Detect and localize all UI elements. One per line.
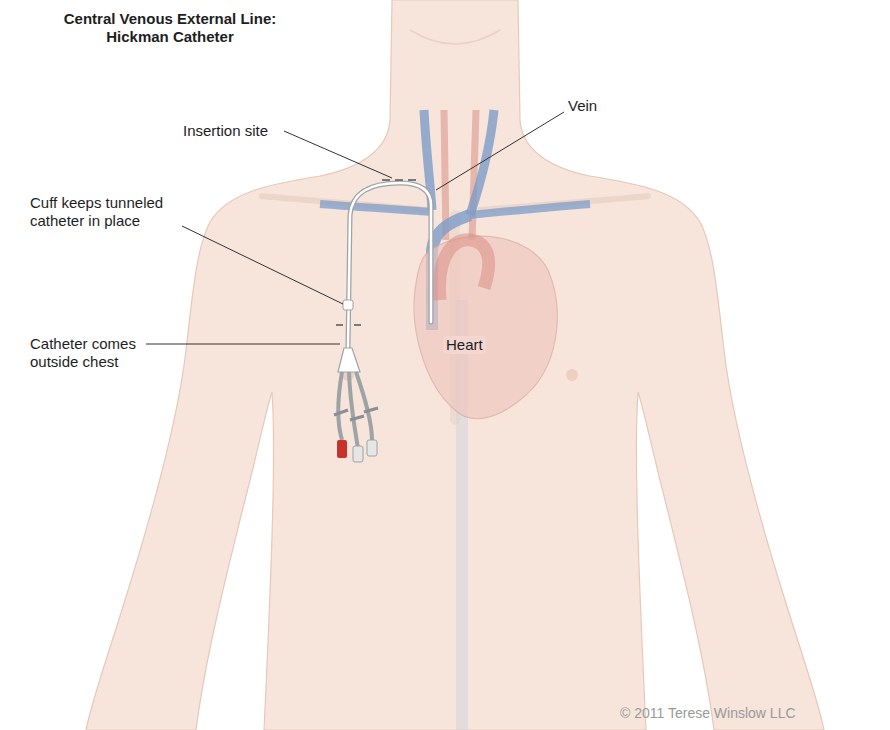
catheter-lumen xyxy=(338,372,342,440)
diagram-title: Central Venous External Line: Hickman Ca… xyxy=(40,10,300,46)
nipple xyxy=(566,369,578,381)
insertion-mark xyxy=(382,179,416,181)
leader-line xyxy=(146,344,340,345)
catheter-lumen xyxy=(349,372,358,448)
part-label: Vein xyxy=(568,97,597,115)
jaw-line xyxy=(410,30,500,44)
subclavian-vein xyxy=(320,204,432,212)
body-silhouette xyxy=(86,0,824,730)
catheter-lumen xyxy=(356,372,372,440)
subclavian-vein xyxy=(470,204,590,215)
heart xyxy=(414,236,557,419)
lumen-clamp xyxy=(334,408,378,420)
catheter-cuff xyxy=(343,300,353,310)
part-label: Catheter comes outside chest xyxy=(30,335,170,371)
exit-mark xyxy=(336,324,361,326)
artery xyxy=(472,110,476,240)
copyright-note: © 2011 Terese Winslow LLC xyxy=(620,704,796,722)
lumen-cap xyxy=(337,440,347,458)
catheter-hub xyxy=(338,348,360,372)
leader-line xyxy=(436,112,564,190)
lumen-cap xyxy=(353,446,363,462)
aortic-arch xyxy=(439,240,488,300)
catheter-tube xyxy=(348,183,431,348)
organ-label: Heart xyxy=(443,336,486,354)
part-label: Cuff keeps tunneled catheter in place xyxy=(30,194,205,230)
catheter-tube xyxy=(348,183,431,348)
part-label: Insertion site xyxy=(183,122,268,140)
lumen-cap xyxy=(367,440,377,456)
leader-line xyxy=(182,226,343,304)
leader-line xyxy=(284,131,392,178)
